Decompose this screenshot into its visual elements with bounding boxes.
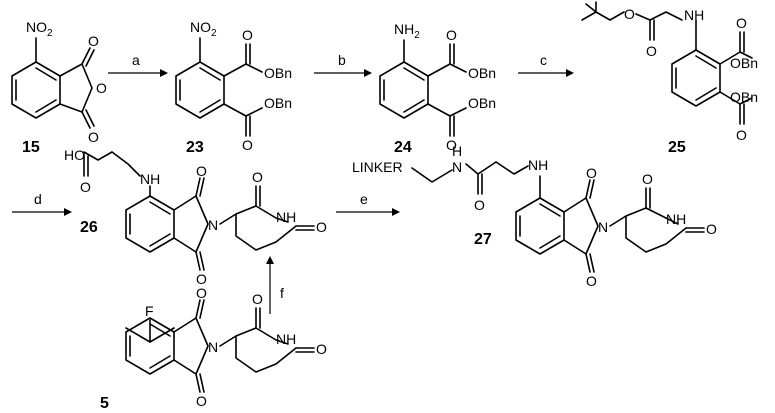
compound-27-imide-oxygen-bottom: O (586, 273, 597, 289)
compound-25-ester-carbonyl-oxygen: O (646, 43, 657, 59)
compound-5-glutarimide-oxygen-top: O (252, 291, 263, 307)
compound-23-nitro-label: NO2 (190, 19, 217, 39)
compound-25-structure: O O NH O OBn OBn O (581, 1, 758, 143)
arrow-step-d: d (12, 191, 72, 216)
compound-label-15: 15 (22, 139, 40, 156)
compound-27-imide-oxygen-top: O (586, 165, 597, 181)
compound-27-amide-nh-h: H (452, 143, 462, 159)
compound-27-linker-label: LINKER (352, 159, 403, 175)
compound-15-nitro-label: NO2 (26, 19, 53, 39)
compound-26-glutarimide-oxygen-right: O (316, 219, 327, 235)
compound-26-glutarimide-oxygen-top: O (252, 169, 263, 185)
compound-25-nh-label: NH (684, 7, 704, 23)
compound-27-glutarimide-nh: NH (666, 211, 686, 227)
compound-15-structure: NO2 O O O (11, 19, 107, 145)
compound-5-imide-nitrogen: N (208, 339, 218, 355)
compound-5-glutarimide-nh: NH (276, 331, 296, 347)
compound-23-obn-bottom: OBn (264, 95, 292, 111)
step-label-f: f (280, 285, 284, 301)
compound-label-5: 5 (100, 395, 109, 412)
compound-26-imide-oxygen-top: O (196, 163, 207, 179)
compound-23-carbonyl-oxygen-bottom: O (242, 137, 253, 153)
compound-27-imide-nitrogen: N (598, 219, 608, 235)
compound-26-imide-oxygen-bottom: O (196, 271, 207, 287)
compound-24-obn-bottom: OBn (468, 95, 496, 111)
compound-15-oxygen-bottom: O (88, 129, 99, 145)
compound-label-26: 26 (80, 219, 98, 236)
compound-25-obn-bottom: OBn (730, 89, 758, 105)
compound-25-obn-top: OBn (730, 55, 758, 71)
compound-5-glutarimide-oxygen-right: O (316, 341, 327, 357)
compound-label-25: 25 (668, 139, 686, 156)
compound-24-structure: NH2 O OBn OBn O (379, 21, 496, 153)
compound-27-amide-nitrogen: N (452, 159, 462, 175)
compound-25-carbonyl-oxygen-bottom: O (736, 127, 747, 143)
compound-15-oxygen-top: O (88, 33, 99, 49)
compound-27-amide-oxygen: O (474, 197, 485, 213)
compound-label-23: 23 (186, 139, 204, 156)
compound-27-glutarimide-oxygen-right: O (706, 221, 717, 237)
compound-5-fluorine-label: F (145, 303, 154, 319)
compound-26-hydroxyl-label: HO (64, 147, 85, 163)
compound-25-carbonyl-oxygen-top: O (736, 15, 747, 31)
step-label-b: b (338, 52, 346, 68)
step-label-a: a (132, 52, 140, 68)
compound-23-carbonyl-oxygen-top: O (242, 27, 253, 43)
compound-24-carbonyl-oxygen-bottom: O (446, 137, 457, 153)
compound-24-amine-label: NH2 (394, 21, 420, 41)
arrow-step-a: a (108, 52, 168, 77)
step-label-c: c (540, 52, 547, 68)
compound-label-24: 24 (394, 139, 412, 156)
compound-23-structure: NO2 O OBn OBn O (175, 19, 292, 153)
compound-15-oxygen-ring: O (96, 80, 107, 96)
compound-27-structure: LINKER H N O NH O N O O NH O (352, 143, 717, 289)
arrow-step-f: f (266, 256, 284, 314)
arrow-step-e: e (336, 191, 400, 216)
arrow-step-c: c (518, 52, 574, 77)
compound-26-nh-label: NH (140, 171, 160, 187)
compound-27-glutarimide-oxygen-top: O (642, 171, 653, 187)
compound-label-27: 27 (474, 231, 492, 248)
step-label-e: e (360, 191, 368, 207)
compound-25-ester-oxygen: O (624, 6, 635, 22)
compound-5-imide-oxygen-bottom: O (196, 393, 207, 409)
compound-5-structure: F O N O O NH O (125, 285, 327, 409)
arrow-step-b: b (314, 52, 372, 77)
compound-26-glutarimide-nh: NH (276, 209, 296, 225)
compound-26-acid-carbonyl-oxygen: O (80, 179, 91, 195)
compound-26-structure: HO O NH O N O O NH O (64, 147, 327, 287)
compound-27-nh-label: NH (528, 157, 548, 173)
compound-5-imide-oxygen-top: O (196, 285, 207, 301)
compound-24-carbonyl-oxygen-top: O (446, 27, 457, 43)
compound-24-obn-top: OBn (468, 65, 496, 81)
step-label-d: d (34, 191, 42, 207)
compound-23-obn-top: OBn (264, 65, 292, 81)
compound-26-imide-nitrogen: N (208, 217, 218, 233)
